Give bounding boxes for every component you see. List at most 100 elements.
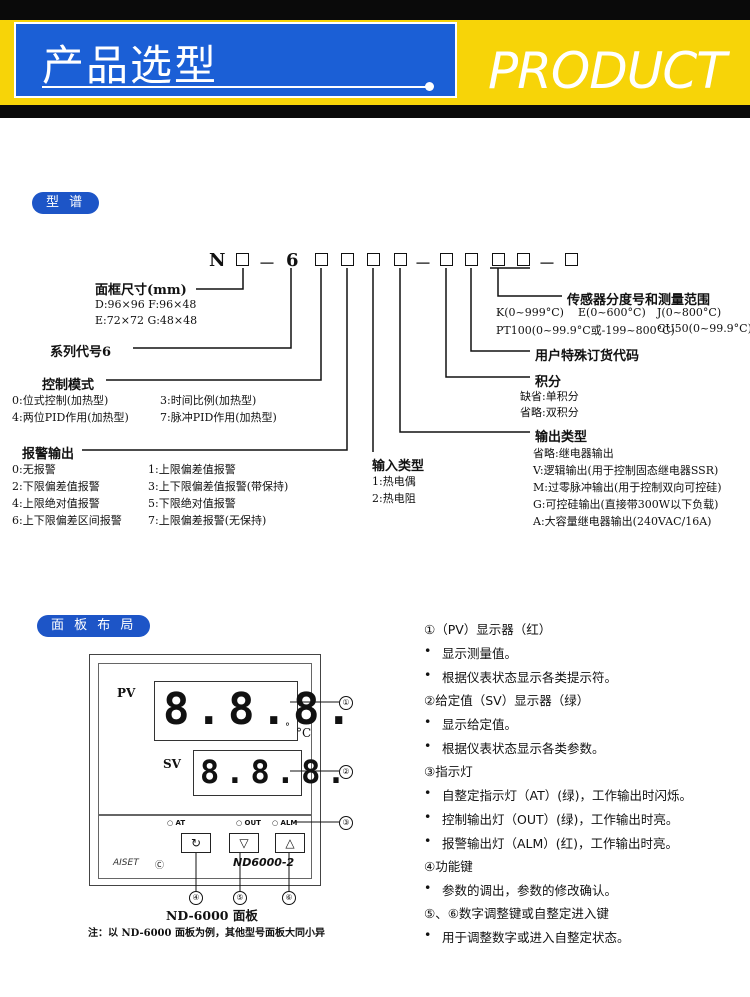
header-banner: 产品选型 PRODUCT xyxy=(0,0,750,118)
sv-label: SV xyxy=(163,757,181,771)
output-item-v: V:逻辑输出(用于控制固态继电器SSR) xyxy=(533,464,719,477)
down-key[interactable]: ▽ xyxy=(229,833,259,853)
callout-5: ⑤ xyxy=(233,891,247,905)
model-box-input xyxy=(367,253,380,266)
panel-caption: ND-6000 面板 xyxy=(166,908,258,923)
model-box-sensor-1 xyxy=(492,253,505,266)
header-underline xyxy=(42,86,432,88)
panel-model: ND6000-2 xyxy=(233,856,295,869)
model-six: 6 xyxy=(286,250,299,271)
header-dot xyxy=(425,82,434,91)
model-box-alarm xyxy=(341,253,354,266)
frame-title: 面框尺寸(mm) xyxy=(95,283,187,298)
header-title-box: 产品选型 xyxy=(14,22,457,98)
desc-1-bullet-2: 根据仪表状态显示各类提示符。 xyxy=(424,667,617,686)
sv-display: 8.8.8. xyxy=(193,750,346,796)
desc-2-bullet-2: 根据仪表状态显示各类参数。 xyxy=(424,738,605,757)
sensor-e: E(0~600°C) xyxy=(578,306,646,319)
output-item-m: M:过零脉冲输出(用于控制双向可控硅) xyxy=(533,481,722,494)
sensor-cu50: CU50(0~99.9°C) xyxy=(657,322,750,335)
alm-label: ALM xyxy=(280,819,298,827)
alarm-title: 报警输出 xyxy=(22,447,75,462)
model-box-sensor-2 xyxy=(517,253,530,266)
desc-3-heading: ③指示灯 xyxy=(424,764,473,779)
brand-logo: AISET xyxy=(113,858,139,868)
control-item-4: 4:两位PID作用(加热型) xyxy=(12,411,129,424)
sensor-pt100: PT100(0~99.9°C或-199~800°C) xyxy=(496,324,675,337)
pv-degree-mark: ° xyxy=(285,722,290,733)
at-label: AT xyxy=(175,819,186,827)
model-n: N xyxy=(209,250,226,271)
series-title: 系列代号6 xyxy=(50,345,112,360)
desc-5-bullet-1: 用于调整数字或进入自整定状态。 xyxy=(424,927,630,946)
desc-5-heading: ⑤、⑥数字调整键或自整定进入键 xyxy=(424,906,609,921)
header-title-cn: 产品选型 xyxy=(42,41,219,90)
control-item-3: 3:时间比例(加热型) xyxy=(160,394,257,407)
alarm-item-5: 5:下限绝对值报警 xyxy=(148,497,236,510)
sv-digits: 8.8.8. xyxy=(200,753,352,791)
desc-1-bullet-1: 显示测量值。 xyxy=(424,643,517,662)
alarm-item-1: 1:上限偏差值报警 xyxy=(148,463,236,476)
section-tag-panel: 面 板 布 局 xyxy=(37,615,151,637)
desc-2-bullet-1: 显示给定值。 xyxy=(424,714,517,733)
control-item-0: 0:位式控制(加热型) xyxy=(12,394,109,407)
celsius-unit: °C xyxy=(296,726,312,740)
desc-2-heading: ②给定值（SV）显示器（绿） xyxy=(424,693,590,708)
desc-4-heading: ④功能键 xyxy=(424,859,473,874)
callout-6: ⑥ xyxy=(282,891,296,905)
section-tag-model: 型 谱 xyxy=(32,192,100,214)
callout-4: ④ xyxy=(189,891,203,905)
header-title-en: PRODUCT xyxy=(488,42,727,100)
alm-led: ○ ALM xyxy=(272,819,298,827)
integral-item-1: 缺省:单积分 xyxy=(520,390,579,403)
model-box-sensor-3 xyxy=(565,253,578,266)
header-bottom-band xyxy=(0,105,750,118)
model-dash-2: － xyxy=(414,254,432,275)
pv-label: PV xyxy=(117,686,136,700)
model-box-integral xyxy=(440,253,453,266)
model-dash-1: － xyxy=(258,254,276,275)
frame-line-2: E:72×72 G:48×48 xyxy=(95,314,198,327)
model-box-control xyxy=(315,253,328,266)
output-item-0: 省略:继电器输出 xyxy=(533,447,614,460)
header-top-band xyxy=(0,0,750,20)
input-title: 输入类型 xyxy=(372,459,425,474)
input-item-2: 2:热电阻 xyxy=(372,492,416,505)
output-item-a: A:大容量继电器输出(240VAC/16A) xyxy=(533,515,712,528)
up-key[interactable]: △ xyxy=(275,833,305,853)
ce-mark-icon: Ⓒ xyxy=(155,861,165,871)
out-led: ○ OUT xyxy=(236,819,261,827)
control-item-7: 7:脉冲PID作用(加热型) xyxy=(160,411,277,424)
panel-key-area: ○ AT ○ OUT ○ ALM ↻ ▽ △ AISET Ⓒ ND6000-2 xyxy=(98,815,312,879)
desc-1-heading: ①（PV）显示器（红） xyxy=(424,622,552,637)
out-label: OUT xyxy=(244,819,261,827)
alarm-item-6: 6:上下限偏差区间报警 xyxy=(12,514,122,527)
model-box-frame xyxy=(236,253,249,266)
alarm-item-3: 3:上下限偏差值报警(带保持) xyxy=(148,480,289,493)
at-led: ○ AT xyxy=(167,819,186,827)
input-item-1: 1:热电偶 xyxy=(372,475,416,488)
panel-display-area: PV 8.8.8. ° °C SV 8.8.8. xyxy=(98,663,352,815)
panel-diagram: PV 8.8.8. ° °C SV 8.8.8. ○ AT ○ OUT ○ AL… xyxy=(89,654,352,886)
output-title: 输出类型 xyxy=(535,430,588,445)
special-title: 用户特殊订货代码 xyxy=(535,349,640,364)
callout-2: ② xyxy=(339,765,353,779)
sensor-k: K(0~999°C) xyxy=(496,306,564,319)
desc-3-bullet-3: 报警输出灯（ALM）(红)，工作输出时亮。 xyxy=(424,833,678,852)
desc-3-bullet-1: 自整定指示灯（AT）(绿)，工作输出时闪烁。 xyxy=(424,785,692,804)
model-box-output xyxy=(394,253,407,266)
frame-line-1: D:96×96 F:96×48 xyxy=(95,298,197,311)
integral-item-2: 省略:双积分 xyxy=(520,406,579,419)
alarm-item-0: 0:无报警 xyxy=(12,463,56,476)
sensor-j: J(0~800°C) xyxy=(657,306,722,319)
function-key[interactable]: ↻ xyxy=(181,833,211,853)
sensor-title: 传感器分度号和测量范围 xyxy=(567,293,711,308)
model-box-special xyxy=(465,253,478,266)
desc-4-bullet-1: 参数的调出，参数的修改确认。 xyxy=(424,880,617,899)
desc-3-bullet-2: 控制输出灯（OUT）(绿)，工作输出时亮。 xyxy=(424,809,678,828)
alarm-item-2: 2:下限偏差值报警 xyxy=(12,480,100,493)
model-dash-3: － xyxy=(538,254,556,275)
alarm-item-7: 7:上限偏差报警(无保持) xyxy=(148,514,267,527)
